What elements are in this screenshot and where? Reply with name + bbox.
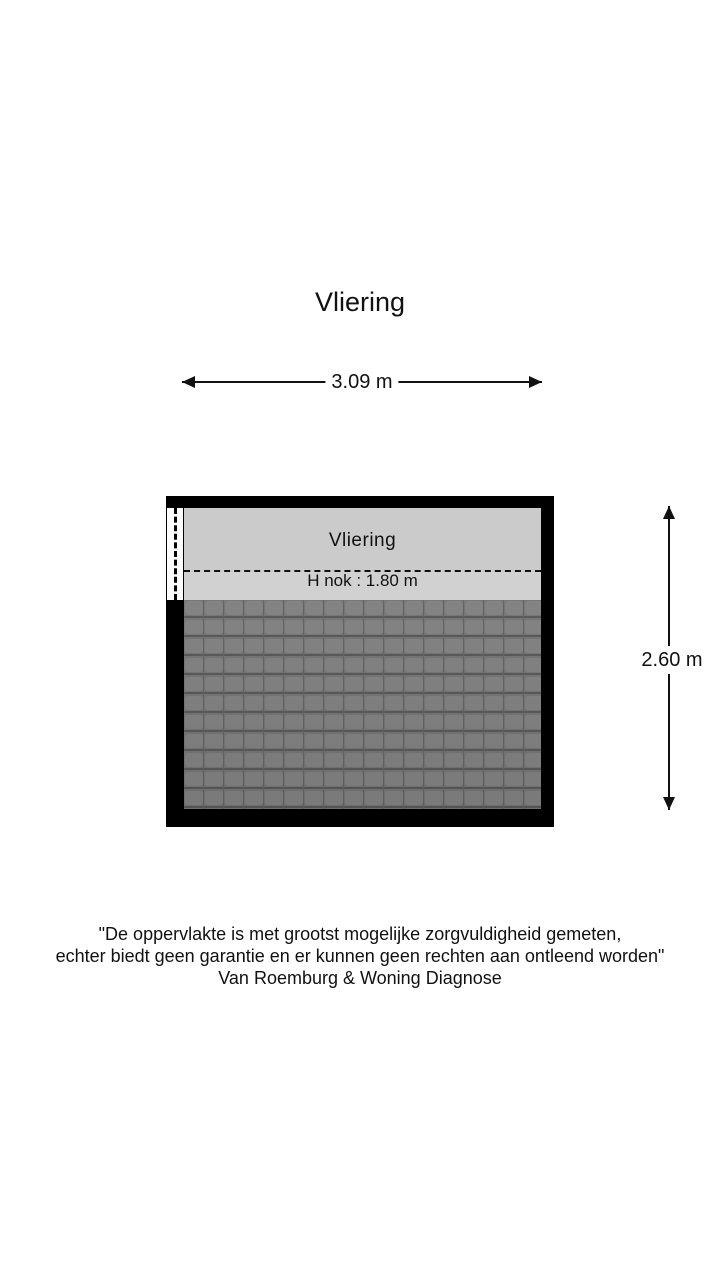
disclaimer-line-2: echter biedt geen garantie en er kunnen …	[55, 946, 665, 966]
hatch-dashed-line	[174, 508, 177, 600]
hatch-opening	[166, 508, 183, 600]
disclaimer: "De oppervlakte is met grootst mogelijke…	[0, 923, 720, 989]
room-label: Vliering	[328, 530, 397, 551]
room-floor-strip	[184, 572, 541, 600]
width-dimension-label: 3.09 m	[325, 368, 399, 396]
ridge-line	[184, 570, 541, 572]
height-dimension-label: 2.60 m	[630, 646, 714, 674]
floor-title: Vliering	[314, 287, 406, 317]
arrow-right-icon	[529, 376, 542, 388]
arrow-left-icon	[182, 376, 195, 388]
disclaimer-line-1: "De oppervlakte is met grootst mogelijke…	[98, 924, 622, 944]
room-vliering: Vliering H nok : 1.80 m	[184, 508, 541, 809]
arrow-down-icon	[663, 797, 675, 810]
disclaimer-line-3: Van Roemburg & Woning Diagnose	[218, 968, 502, 988]
arrow-up-icon	[663, 506, 675, 519]
floorplan-walls: Vliering H nok : 1.80 m	[166, 496, 554, 827]
width-dimension: 3.09 m	[182, 368, 542, 396]
room-floor-area	[184, 508, 541, 572]
roof-tiles	[184, 600, 541, 809]
ridge-height-label: H nok : 1.80 m	[307, 571, 418, 590]
